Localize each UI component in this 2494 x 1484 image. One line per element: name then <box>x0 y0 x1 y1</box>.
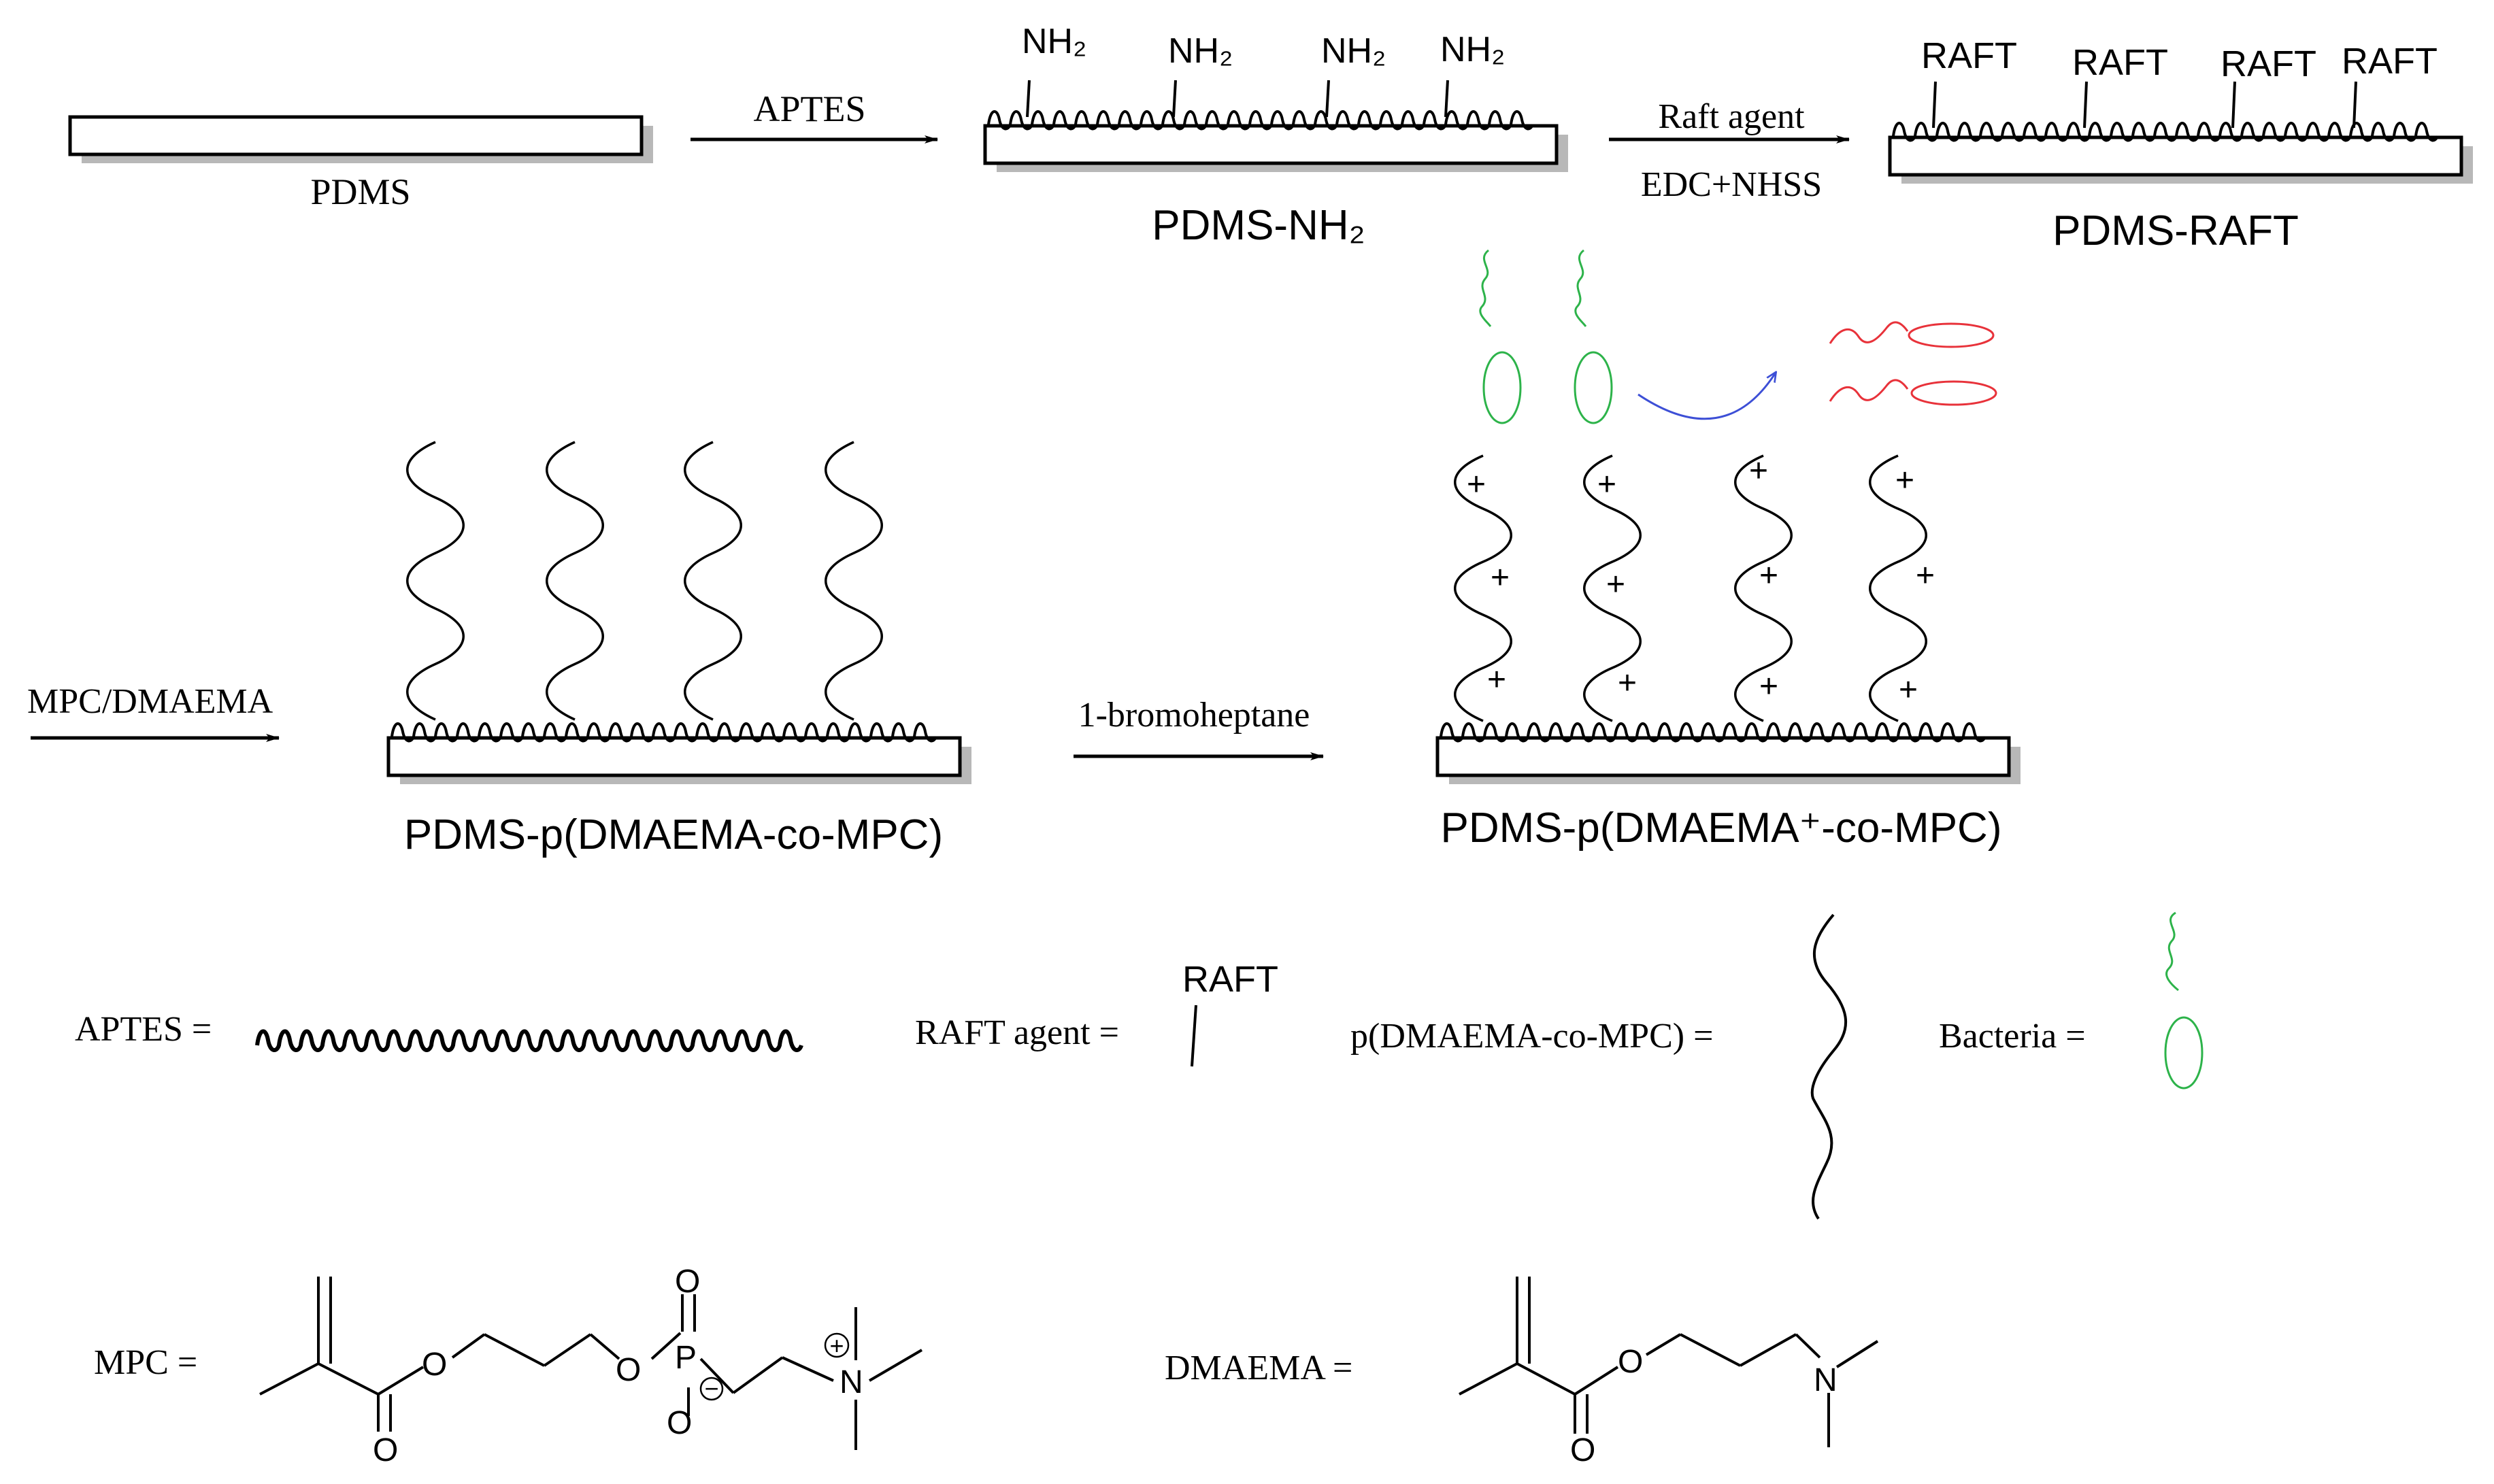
killed-bacteria-cell <box>1829 321 1995 348</box>
positive-charge-mark: + <box>1749 453 1768 489</box>
killed-bacteria-cell <box>1829 379 1997 406</box>
legend-bacteria-label: Bacteria = <box>1939 1017 2086 1056</box>
positive-charge-mark: + <box>1916 558 1935 594</box>
polymer-brush-chain <box>684 441 742 721</box>
raft-agent-reagent-label: Raft agent <box>1658 97 1805 136</box>
raft-group-label: RAFT <box>2342 41 2438 82</box>
raft-stalk <box>1932 81 1937 129</box>
dmaema-structure <box>1459 1277 1879 1447</box>
dmaema-ester-oxygen: O <box>1618 1344 1643 1380</box>
mpc-dmaema-reagent-label: MPC/DMAEMA <box>27 682 273 721</box>
raft-group-label: RAFT <box>1921 35 2017 76</box>
pdms-label: PDMS <box>310 171 410 212</box>
bromoheptane-reagent-label: 1-bromoheptane <box>1078 696 1310 735</box>
mpc-label: MPC = <box>94 1343 197 1382</box>
polymer-brush-chain <box>825 441 883 721</box>
dmaema-nitrogen: N <box>1814 1362 1838 1398</box>
pdms-nh2-substrate: NH₂ NH₂ NH₂ NH₂ <box>983 22 1568 172</box>
mpc-negative-charge-circle <box>699 1377 724 1401</box>
cationic-brush-chain <box>1734 454 1793 722</box>
raft-groups: RAFT RAFT RAFT RAFT <box>1921 35 2438 129</box>
bacteria-cell <box>1574 249 1613 424</box>
mpc-nitrogen: N <box>839 1364 863 1400</box>
positive-charge-mark: + <box>1606 567 1625 603</box>
polymer-brush-chain <box>546 441 604 721</box>
pdms-raft-label: PDMS-RAFT <box>2052 207 2299 254</box>
dmaema-label: DMAEMA = <box>1165 1349 1352 1387</box>
aptes-wave-layer <box>1440 722 1986 743</box>
pdms-p-dmaema-plus-co-mpc-label: PDMS-p(DMAEMA⁺-co-MPC) <box>1441 805 2002 851</box>
mpc-carbonyl-oxygen: O <box>373 1432 398 1468</box>
bacteria-cell <box>1479 249 1522 424</box>
release-arrow <box>1637 373 1776 420</box>
positive-charge-mark: + <box>1597 467 1616 503</box>
raft-group-label: RAFT <box>2072 42 2168 83</box>
legend-raft-symbol-text: RAFT <box>1182 959 1278 1000</box>
mpc-positive-charge: + <box>829 1332 844 1360</box>
cationic-brush-chain <box>1583 454 1642 722</box>
pdms-p-dmaema-co-mpc-label: PDMS-p(DMAEMA-co-MPC) <box>404 811 943 858</box>
raft-stalk <box>2083 81 2088 129</box>
nh2-group-label: NH₂ <box>1321 31 1386 71</box>
nh2-group-label: NH₂ <box>1168 31 1233 71</box>
positive-charge-mark: + <box>1899 672 1918 708</box>
positive-charge-mark: + <box>1759 558 1778 594</box>
edc-nhss-reagent-label: EDC+NHSS <box>1641 165 1822 204</box>
nh2-stalk <box>1026 80 1031 118</box>
dmaema-carbonyl-oxygen: O <box>1570 1432 1595 1468</box>
legend-raft-agent-label: RAFT agent = <box>915 1013 1119 1052</box>
aptes-reagent-label: APTES <box>753 88 865 129</box>
positive-charge-mark: + <box>1491 560 1510 596</box>
legend-polymer-label: p(DMAEMA-co-MPC) = <box>1350 1017 1713 1056</box>
nh2-stalk <box>1172 80 1177 118</box>
positive-charge-mark: + <box>1467 467 1486 503</box>
cationic-brush-chain <box>1454 454 1512 722</box>
mpc-anionic-oxygen: O <box>667 1405 692 1441</box>
positive-charge-mark: + <box>1618 665 1637 701</box>
pdms-cationic-substrate: + + + + + + + + + + + + <box>1435 453 2021 784</box>
nh2-stalk <box>1444 80 1449 118</box>
mpc-double-bond-oxygen: O <box>675 1264 700 1300</box>
aptes-wave-layer <box>1892 122 2439 142</box>
raft-group-label: RAFT <box>2221 44 2316 84</box>
aptes-wave-layer <box>390 722 937 743</box>
raft-stalk <box>2231 81 2236 129</box>
pdms-polymer-substrate <box>386 441 971 784</box>
pdms-raft-substrate: RAFT RAFT RAFT RAFT <box>1888 35 2473 184</box>
pdms-substrate-plain <box>68 115 653 163</box>
mpc-negative-charge: − <box>704 1375 718 1402</box>
mpc-structure <box>259 1277 923 1450</box>
positive-charge-mark: + <box>1759 669 1778 705</box>
mpc-positive-charge-circle <box>824 1332 850 1358</box>
cationic-polymer-brushes <box>1454 454 1927 722</box>
pdms-nh2-label: PDMS-NH₂ <box>1152 202 1365 249</box>
cationic-brush-chain <box>1869 454 1927 722</box>
mpc-phosphorus: P <box>675 1340 697 1376</box>
nh2-groups: NH₂ NH₂ NH₂ NH₂ <box>1022 22 1505 118</box>
legend-bacteria-icon <box>2164 911 2204 1090</box>
positive-charge-mark: + <box>1487 662 1506 698</box>
polymer-brushes <box>406 441 883 721</box>
nh2-group-label: NH₂ <box>1022 22 1086 61</box>
polymer-brush-chain <box>406 441 465 721</box>
mpc-ester-oxygen: O <box>422 1347 447 1383</box>
positive-charge-mark: + <box>1895 462 1914 499</box>
mpc-ether-oxygen: O <box>616 1352 641 1388</box>
legend-aptes-label: APTES = <box>75 1010 212 1049</box>
raft-stalk <box>2352 81 2357 129</box>
legend-raft-stick <box>1191 1005 1197 1067</box>
legend-aptes-wave <box>255 1029 803 1052</box>
legend-polymer-chain <box>1810 913 1848 1220</box>
aptes-wave-layer <box>987 110 1534 131</box>
nh2-group-label: NH₂ <box>1440 30 1505 69</box>
nh2-stalk <box>1325 80 1330 118</box>
positive-charges: + + + + + + + + + + + + <box>1467 453 1935 708</box>
